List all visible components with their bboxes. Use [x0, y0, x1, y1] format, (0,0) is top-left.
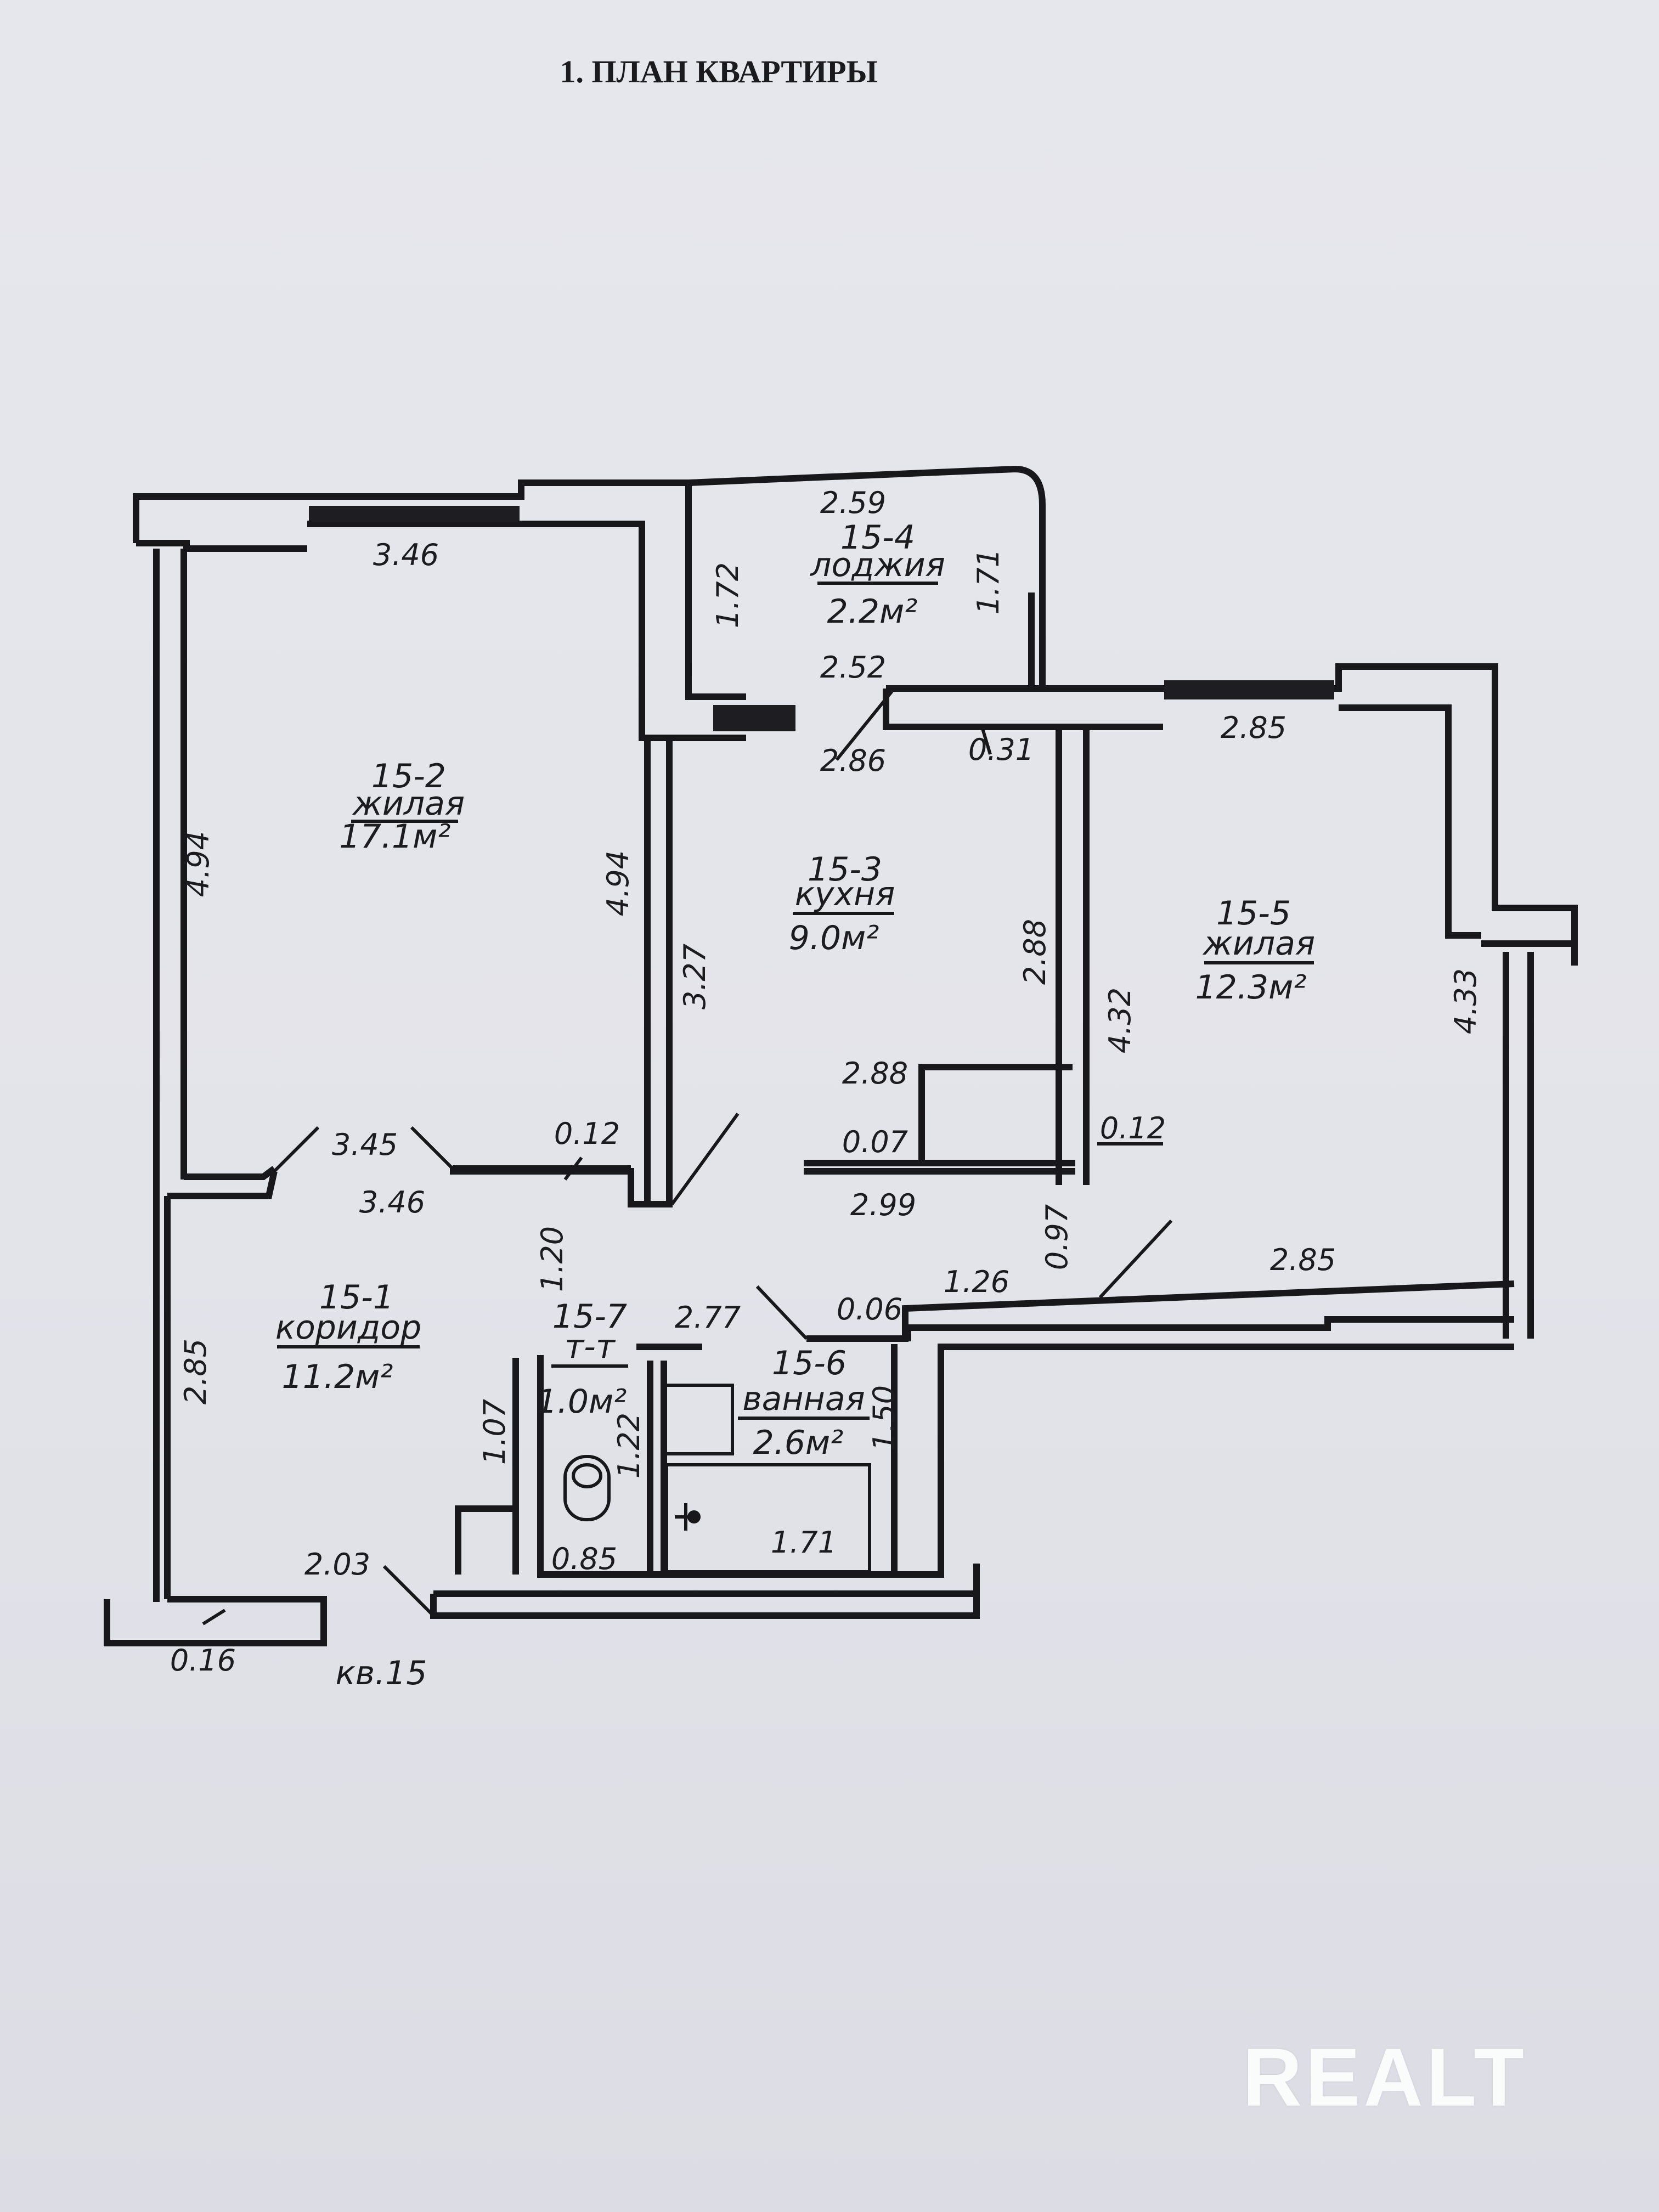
window-room-15-2 — [309, 506, 520, 522]
dimension: 3.45 — [332, 1127, 398, 1162]
room-id: 15-6 — [772, 1344, 847, 1383]
dimension: 1.20 — [535, 1226, 569, 1292]
dimension: 1.72 — [710, 562, 745, 628]
dimension: 0.16 — [170, 1643, 236, 1678]
room-id: 15-4 — [840, 518, 915, 557]
room-area: 17.1м² — [340, 817, 451, 856]
leader-lines — [202, 687, 1173, 1626]
sink-icon — [662, 1384, 734, 1455]
dimension: 0.97 — [1040, 1204, 1074, 1270]
dimension: 1.07 — [477, 1399, 512, 1465]
dimension: 4.33 — [1448, 968, 1483, 1034]
dimension: 2.85 — [178, 1339, 213, 1404]
room-id: 15-7 — [552, 1297, 627, 1336]
toilet-icon — [563, 1455, 611, 1521]
dimension: 0.31 — [968, 732, 1034, 767]
dimension: 0.85 — [551, 1542, 617, 1576]
room-15-7-label: 15-7 т-т 1.0м² — [537, 1297, 628, 1421]
dimension: 3.46 — [373, 538, 439, 572]
dimension: 2.88 — [1018, 919, 1052, 985]
window-room-15-5 — [1164, 680, 1334, 699]
dimension: 1.22 — [612, 1413, 646, 1479]
room-id: 15-5 — [1216, 894, 1291, 933]
dimension: 2.85 — [1221, 710, 1286, 745]
room-15-1-label: 15-1 коридор 11.2м² — [275, 1278, 421, 1396]
dimension: 4.94 — [601, 850, 635, 916]
dimension: 2.03 — [304, 1547, 370, 1582]
fixtures — [563, 1384, 871, 1573]
room-name: жилая — [352, 785, 465, 823]
dimension: 0.12 — [1100, 1111, 1166, 1146]
room-id: 15-2 — [371, 757, 446, 795]
dimension: 1.50 — [867, 1385, 901, 1451]
dimension: 3.46 — [359, 1185, 425, 1220]
bathtub-icon — [665, 1463, 871, 1573]
room-15-5-label: 15-5 жилая 12.3м² — [1195, 894, 1316, 1007]
dimension: 0.06 — [837, 1292, 902, 1327]
dimension: 2.86 — [820, 743, 886, 778]
room-15-2-label: 15-2 жилая 17.1м² — [340, 757, 465, 856]
room-name: коридор — [275, 1308, 421, 1347]
dimension: 2.88 — [842, 1056, 908, 1091]
window-kitchen — [713, 705, 795, 731]
room-area: 9.0м² — [789, 919, 879, 957]
room-15-4-label: 15-4 лоджия 2.2м² — [810, 518, 945, 631]
room-area: 2.2м² — [827, 592, 918, 631]
dimension: 2.59 — [820, 486, 886, 520]
room-15-6-label: 15-6 ванная 2.6м² — [738, 1344, 870, 1462]
room-15-3-label: 15-3 кухня 9.0м² — [789, 850, 895, 957]
dimension: 1.26 — [944, 1265, 1009, 1299]
room-id: 15-3 — [808, 850, 882, 889]
dimension: 3.27 — [678, 944, 712, 1009]
dimension: 0.07 — [842, 1125, 908, 1159]
realt-watermark-logo: REALT — [1243, 2031, 1527, 2123]
room-area: 12.3м² — [1195, 968, 1307, 1007]
walls — [104, 465, 1578, 1646]
apartment-label: кв.15 — [335, 1654, 427, 1692]
dimension: 1.71 — [971, 549, 1006, 614]
dimension: 2.77 — [675, 1300, 741, 1335]
dimension: 0.12 — [554, 1116, 620, 1151]
dimension: 2.99 — [850, 1188, 916, 1222]
plan-title: 1. ПЛАН КВАРТИРЫ — [560, 54, 877, 89]
room-name: лоджия — [810, 546, 945, 584]
room-name: т-т — [565, 1328, 616, 1366]
dimension: 4.94 — [181, 831, 216, 897]
room-name: ванная — [742, 1380, 865, 1418]
dimension: 4.32 — [1103, 988, 1137, 1053]
room-area: 1.0м² — [537, 1383, 627, 1421]
dimension: 2.85 — [1270, 1243, 1336, 1277]
room-id: 15-1 — [319, 1278, 394, 1317]
room-name: кухня — [795, 875, 895, 913]
dimension-labels: 3.46 2.59 1.72 1.71 2.52 2.86 0.31 2.85 … — [170, 486, 1483, 1678]
room-area: 2.6м² — [753, 1424, 844, 1462]
dimension: 1.71 — [771, 1525, 837, 1560]
room-area: 11.2м² — [282, 1358, 393, 1396]
room-name: жилая — [1202, 924, 1315, 963]
dimension: 2.52 — [820, 650, 886, 685]
